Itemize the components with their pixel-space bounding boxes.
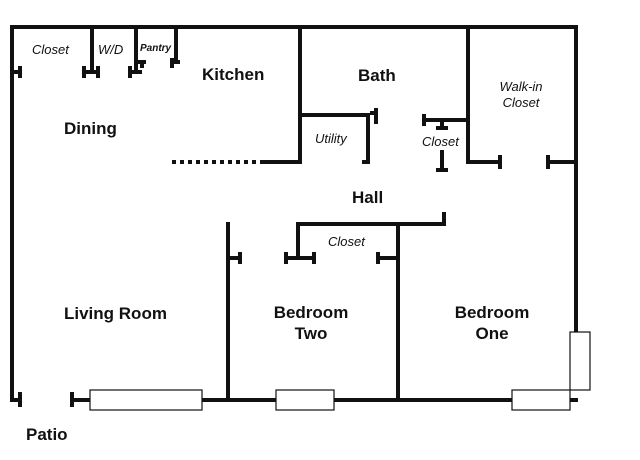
label-bedroom-two-line2: Two	[295, 324, 328, 343]
label-pantry: Pantry	[140, 43, 172, 54]
label-utility: Utility	[315, 131, 348, 146]
windows	[89, 331, 591, 411]
utility-closets	[82, 25, 180, 78]
room-labels: Closet W/D Pantry Kitchen Bath Walk-in C…	[26, 42, 543, 444]
label-wd: W/D	[98, 42, 123, 57]
window-bedroom-two	[275, 389, 335, 411]
label-closet: Closet	[32, 42, 70, 57]
label-bath-closet: Closet	[422, 134, 460, 149]
label-bedroom-one-line2: One	[475, 324, 508, 343]
label-kitchen: Kitchen	[202, 65, 264, 84]
label-walkin-closet-line2: Closet	[503, 95, 541, 110]
label-patio: Patio	[26, 425, 68, 444]
outer-walls	[10, 25, 578, 402]
door-jambs	[10, 66, 74, 407]
closet-walls	[422, 25, 578, 172]
bedroom-walls	[226, 212, 446, 402]
label-hall: Hall	[352, 188, 383, 207]
kitchen-bath-walls	[172, 25, 378, 164]
label-bedroom-one-line1: Bedroom	[455, 303, 530, 322]
window-bedroom-one-side	[569, 331, 591, 391]
label-walkin-closet-line1: Walk-in	[499, 79, 542, 94]
label-bedroom-two-line1: Bedroom	[274, 303, 349, 322]
window-living-room	[89, 389, 203, 411]
window-bedroom-one	[511, 389, 571, 411]
label-bedroom-closet: Closet	[328, 234, 366, 249]
label-bath: Bath	[358, 66, 396, 85]
label-dining: Dining	[64, 119, 117, 138]
label-living-room: Living Room	[64, 304, 167, 323]
